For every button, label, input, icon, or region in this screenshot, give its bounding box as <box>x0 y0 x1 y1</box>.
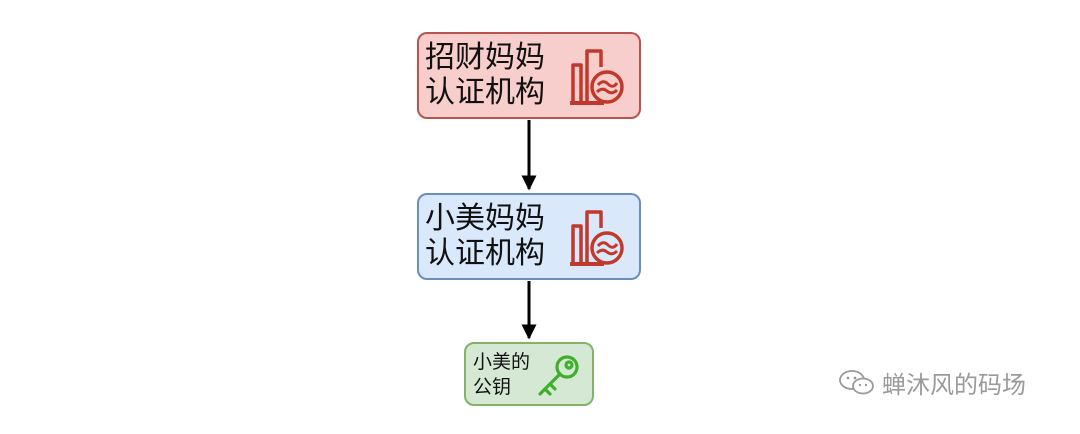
node-middle-label: 小美妈妈 认证机构 <box>425 201 545 272</box>
node-root-label: 招财妈妈 认证机构 <box>425 40 545 111</box>
key-icon <box>538 355 579 396</box>
node-leaf-public-key[interactable]: 小美的 公钥 <box>464 342 594 406</box>
wechat-icon <box>839 369 874 394</box>
watermark-text: 蝉沐风的码场 <box>882 371 1026 399</box>
watermark: 蝉沐风的码场 <box>838 365 1026 400</box>
node-root-authority[interactable]: 招财妈妈 认证机构 <box>417 32 641 119</box>
node-leaf-label: 小美的 公钥 <box>473 351 531 398</box>
certificate-authority-icon <box>570 49 624 105</box>
certificate-authority-icon <box>570 210 624 266</box>
node-middle-authority[interactable]: 小美妈妈 认证机构 <box>417 193 641 280</box>
